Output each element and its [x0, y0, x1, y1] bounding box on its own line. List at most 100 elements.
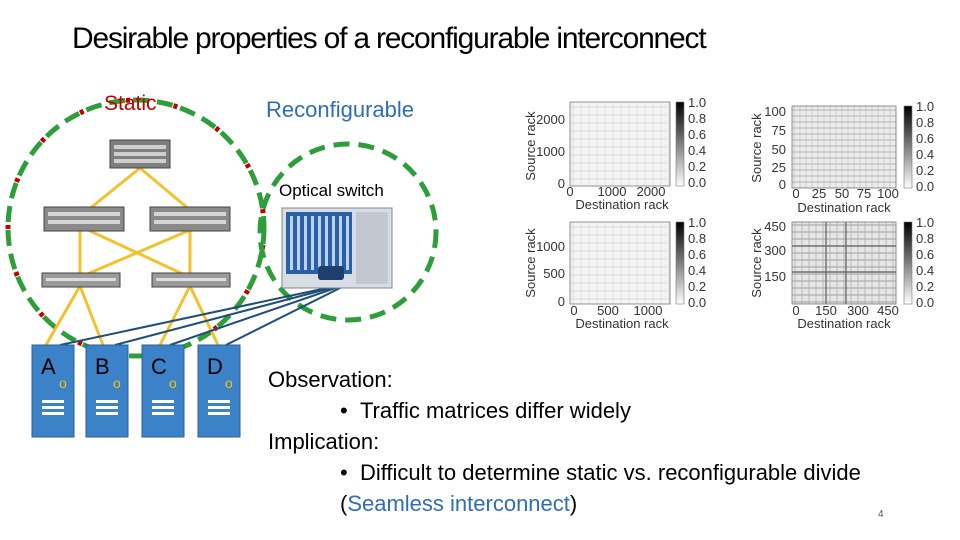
- seamless-interconnect-highlight: Seamless interconnect: [347, 491, 570, 516]
- server-b: B o: [85, 344, 129, 438]
- colorbar-tick: 0.8: [688, 231, 706, 246]
- server-c: C o: [141, 344, 185, 438]
- y-tick: 50: [772, 142, 786, 157]
- y-tick: 25: [772, 160, 786, 175]
- network-diagram: A o B o C o D o: [5, 97, 439, 438]
- tor-switch-left: [41, 272, 121, 288]
- heatmap-ylabel: Source rack: [523, 111, 538, 181]
- x-tick: 1000: [634, 303, 663, 318]
- implication-heading: Implication:: [268, 429, 380, 454]
- heatmap-1: Source rack 2000 1000 0 0 1000 2000 Dest…: [523, 96, 706, 212]
- notes: Observation: • Traffic matrices differ w…: [268, 364, 861, 519]
- x-tick: 1000: [598, 184, 627, 199]
- colorbar-tick: 0.8: [916, 231, 934, 246]
- colorbar-tick: 0.2: [916, 279, 934, 294]
- traffic-heatmaps: Source rack 2000 1000 0 0 1000 2000 Dest…: [523, 96, 934, 331]
- x-tick: 0: [792, 186, 799, 201]
- implication-bullet-line: • Difficult to determine static vs. reco…: [268, 457, 861, 488]
- bullet: •: [340, 398, 348, 423]
- aggregation-switch-left: [43, 206, 125, 232]
- paren-open: (: [340, 491, 348, 516]
- y-tick: 2000: [536, 112, 565, 127]
- x-tick: 300: [847, 303, 869, 318]
- x-tick: 100: [877, 186, 899, 201]
- svg-text:o: o: [59, 375, 67, 391]
- colorbar-tick: 1.0: [916, 99, 934, 114]
- aggregation-switch-right: [149, 206, 231, 232]
- colorbar-tick: 0.4: [916, 263, 934, 278]
- implication-continuation: (Seamless interconnect): [268, 488, 861, 519]
- core-switch: [109, 139, 171, 169]
- y-tick: 300: [764, 243, 786, 258]
- heatmap-xlabel: Destination rack: [575, 197, 669, 212]
- heatmap-xlabel: Destination rack: [797, 316, 891, 331]
- static-label: Static: [104, 92, 157, 115]
- server-label: B: [95, 354, 110, 379]
- server-label: A: [41, 354, 56, 379]
- colorbar-tick: 0.0: [688, 295, 706, 310]
- colorbar-tick: 1.0: [916, 215, 934, 230]
- x-tick: 25: [812, 186, 826, 201]
- x-tick: 0: [792, 303, 799, 318]
- heatmap-ylabel: Source rack: [523, 228, 538, 298]
- optical-switch-device: [281, 207, 393, 289]
- y-tick: 1000: [536, 239, 565, 254]
- colorbar-tick: 0.2: [916, 163, 934, 178]
- observation-bullet-line: • Traffic matrices differ widely: [268, 395, 861, 426]
- heatmap-2: Source rack 100 75 50 25 0 0 25 50 75 10…: [749, 99, 934, 215]
- svg-text:o: o: [169, 375, 177, 391]
- colorbar-tick: 0.4: [688, 143, 706, 158]
- y-tick: 0: [779, 177, 786, 192]
- optical-links: [59, 282, 351, 346]
- x-tick: 75: [857, 186, 871, 201]
- static-region-circle: [5, 97, 267, 359]
- x-tick: 0: [566, 184, 573, 199]
- colorbar-tick: 1.0: [688, 215, 706, 230]
- heatmap-xlabel: Destination rack: [797, 200, 891, 215]
- heatmap-ylabel: Source rack: [749, 113, 764, 183]
- y-tick: 75: [772, 123, 786, 138]
- page-number: 4: [878, 509, 884, 520]
- colorbar: [675, 221, 685, 305]
- y-tick: 0: [558, 176, 565, 191]
- tor-switch-right: [151, 272, 231, 288]
- x-tick: 0: [570, 303, 577, 318]
- heatmap-xlabel: Destination rack: [575, 316, 669, 331]
- colorbar-tick: 0.8: [916, 115, 934, 130]
- reconfigurable-label: Reconfigurable: [266, 97, 414, 122]
- static-links: [44, 166, 220, 346]
- slide-title: Desirable properties of a reconfigurable…: [72, 22, 707, 55]
- y-tick: 0: [558, 294, 565, 309]
- heatmap-4: Source rack 450 300 150 0 150 300 450 De…: [749, 215, 934, 331]
- colorbar-tick: 0.2: [688, 159, 706, 174]
- x-tick: 2000: [637, 184, 666, 199]
- y-tick: 450: [764, 219, 786, 234]
- static-region-accent: [5, 97, 267, 359]
- colorbar: [675, 101, 685, 187]
- bullet: •: [340, 460, 348, 485]
- server-label: C: [151, 354, 167, 379]
- y-tick: 1000: [536, 144, 565, 159]
- observation-bullet: Traffic matrices differ widely: [359, 398, 631, 423]
- reconfigurable-region-circle: [257, 141, 439, 323]
- colorbar-tick: 1.0: [688, 96, 706, 110]
- colorbar-tick: 0.6: [688, 247, 706, 262]
- heatmap-3: Source rack 1000 500 0 0 500 1000 Destin…: [523, 215, 706, 331]
- paren-close: ): [569, 491, 578, 516]
- colorbar-tick: 0.6: [916, 131, 934, 146]
- colorbar: [903, 221, 913, 305]
- colorbar-tick: 0.0: [916, 295, 934, 310]
- colorbar-tick: 0.6: [688, 127, 706, 142]
- server-d: D o: [197, 344, 241, 438]
- x-tick: 50: [835, 186, 849, 201]
- x-tick: 500: [597, 303, 619, 318]
- colorbar-tick: 0.6: [916, 247, 934, 262]
- svg-text:o: o: [225, 375, 233, 391]
- colorbar-tick: 0.4: [688, 263, 706, 278]
- x-tick: 150: [815, 303, 837, 318]
- y-tick: 100: [764, 104, 786, 119]
- colorbar-tick: 0.4: [916, 147, 934, 162]
- server-label: D: [207, 354, 223, 379]
- colorbar-tick: 0.8: [688, 111, 706, 126]
